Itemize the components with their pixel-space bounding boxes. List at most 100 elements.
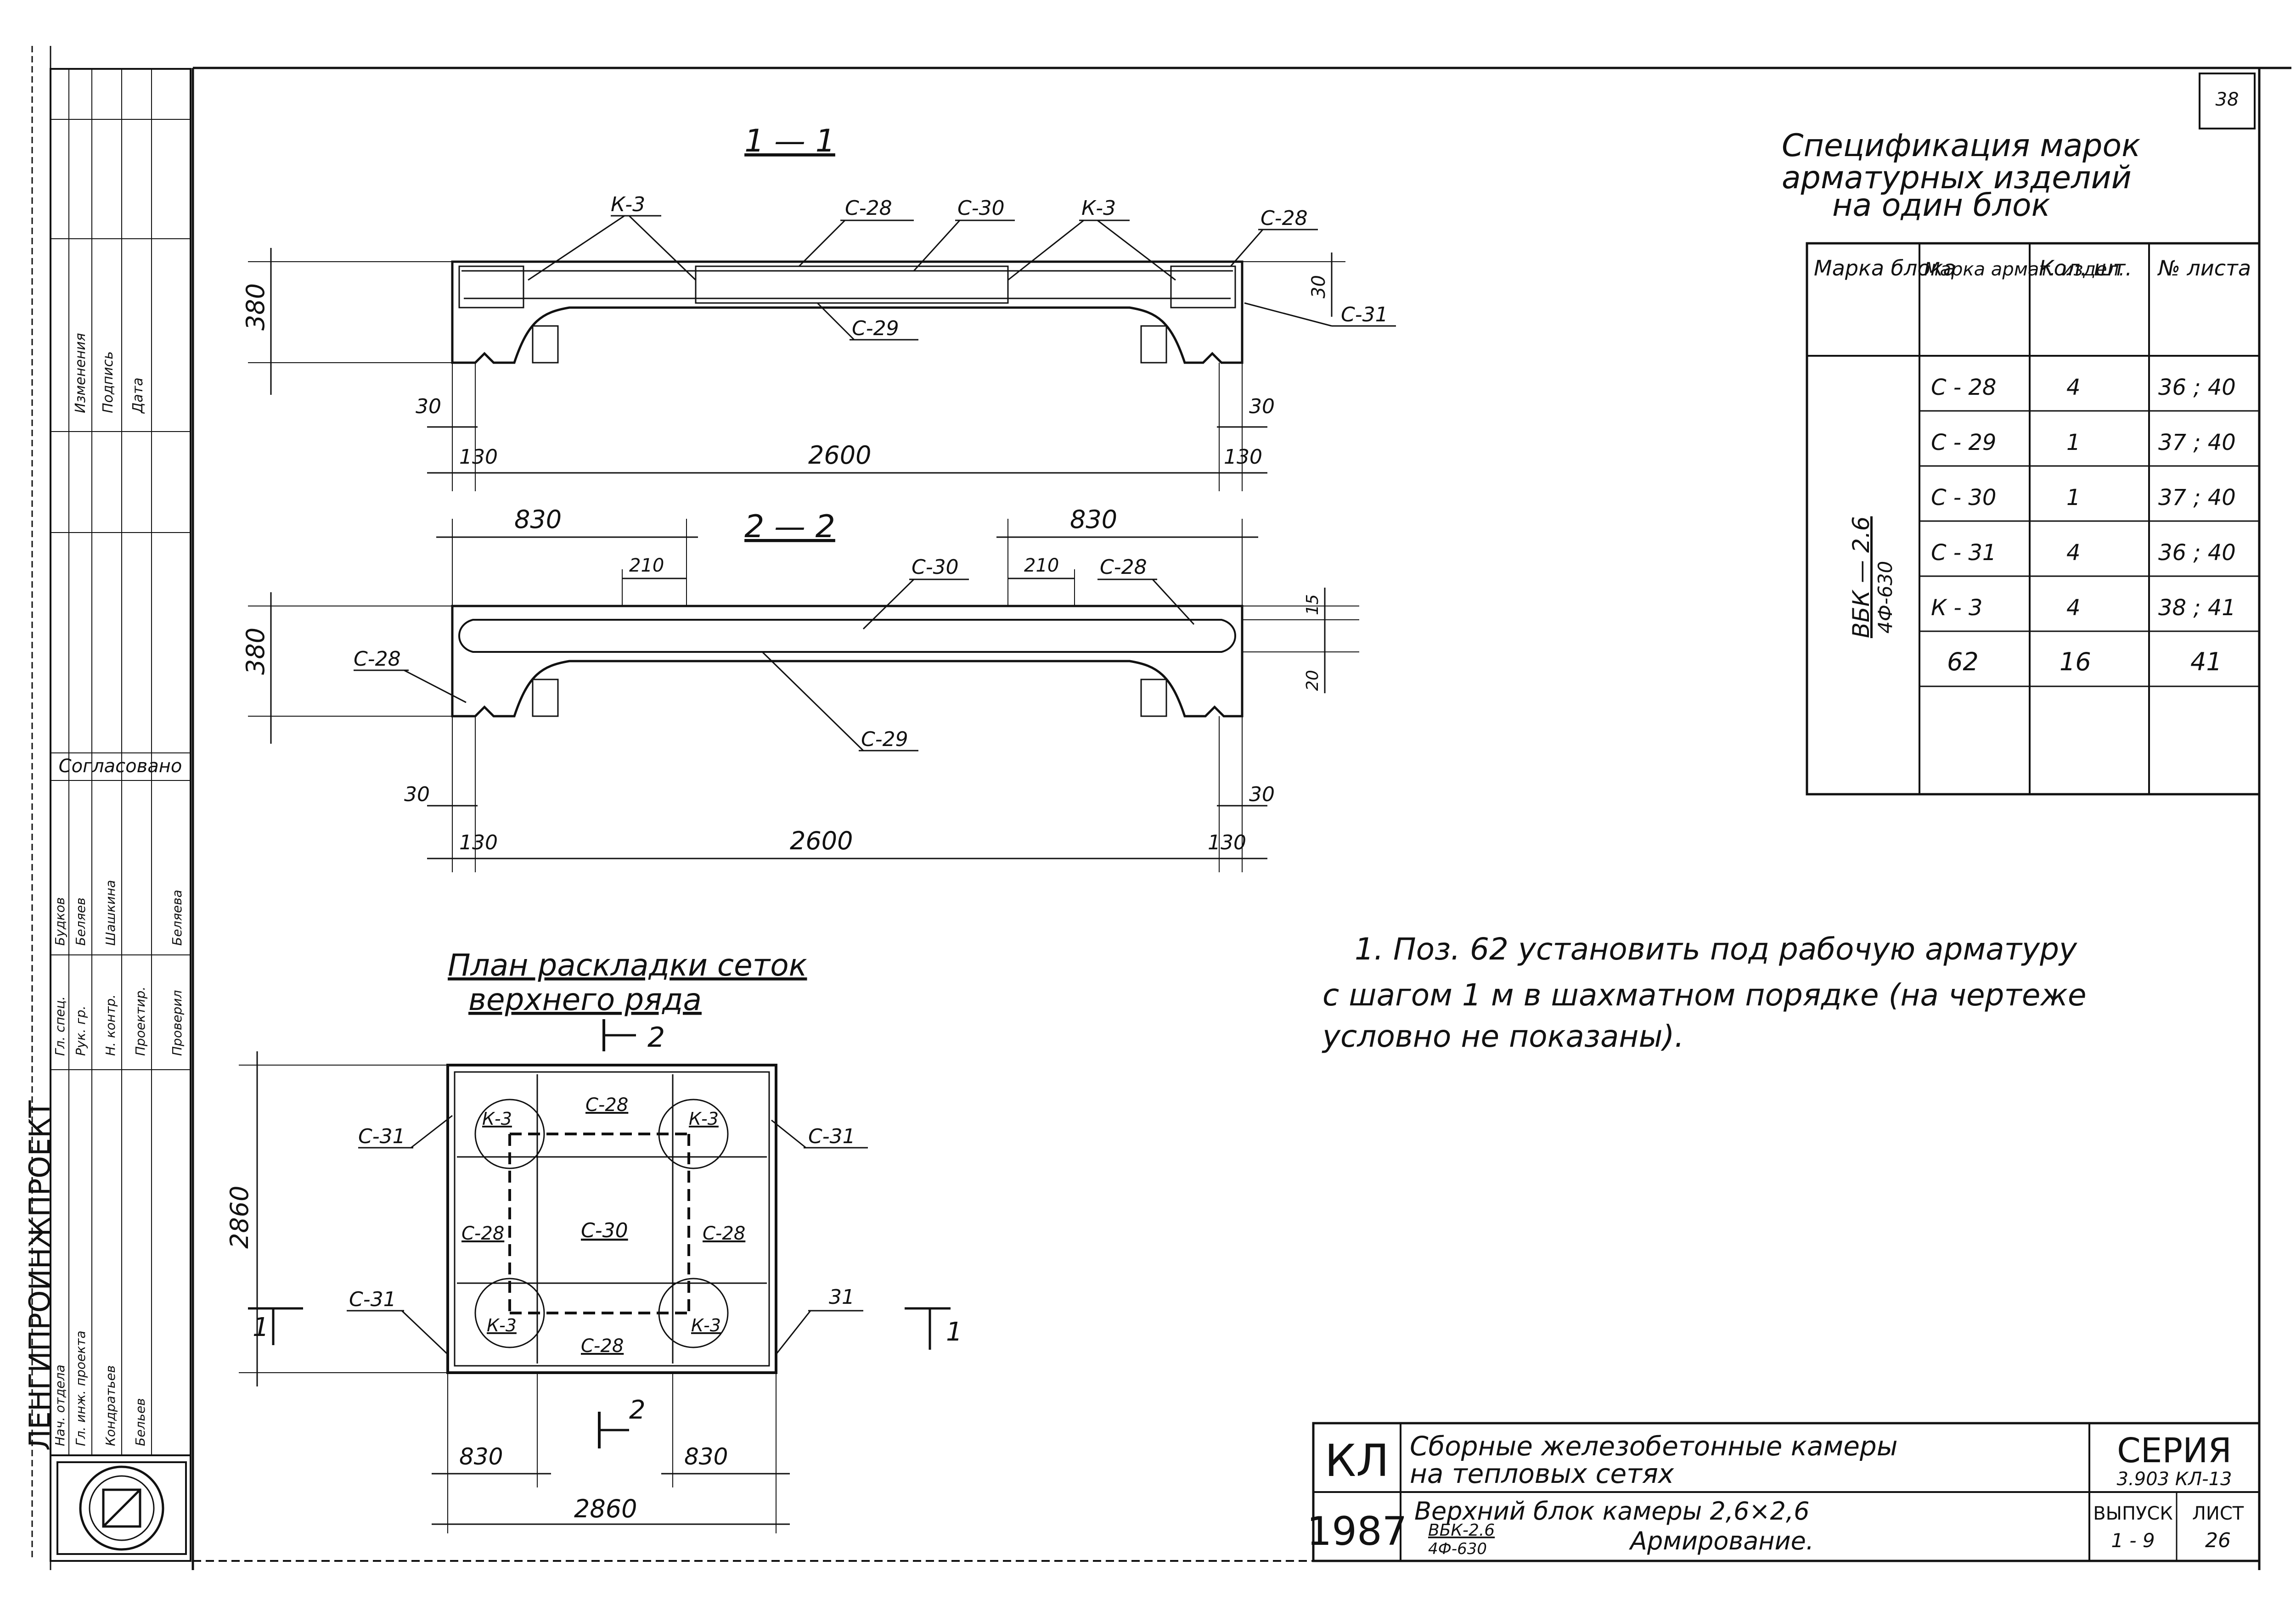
title-subtitle-end: Армирование. — [1629, 1526, 1814, 1555]
sheet-value: 26 — [2205, 1529, 2231, 1552]
spec-row-3-item: С - 30 — [1931, 485, 1996, 511]
spec-row-2-sheet: 37 ; 40 — [2158, 430, 2236, 455]
plan-cut2-top: 2 — [647, 1021, 665, 1054]
s11-dim-right-off: 130 — [1224, 445, 1262, 469]
stamp-role-2: Гл. инж. проекта — [73, 1330, 88, 1446]
title-year: 1987 — [1307, 1509, 1407, 1554]
spec-row-3-sheet: 37 ; 40 — [2158, 485, 2236, 511]
spec-table: Спецификация марок арматурных изделий на… — [1782, 128, 2261, 796]
section-2-2-title: 2 — 2 — [744, 509, 835, 545]
spec-row-4-sheet: 36 ; 40 — [2158, 540, 2236, 566]
spec-header-sheet: № листа — [2157, 256, 2251, 281]
spec-row-5-sheet: 38 ; 41 — [2158, 595, 2236, 621]
stamp-name-6: Беляева — [169, 890, 185, 946]
left-stamp: Согласовано Изменения Подпись Дата Нач. … — [23, 68, 191, 1562]
plan-callout-tr: С-31 — [808, 1125, 855, 1148]
section-1-1: 1 — 1 — [241, 123, 1396, 491]
plan-callout-br: 31 — [829, 1285, 855, 1309]
plan-dim-right-w: 830 — [684, 1443, 728, 1470]
plan-callout-tl: С-31 — [358, 1125, 405, 1148]
spec-row-6-item: 62 — [1947, 647, 1979, 676]
plan-title-line1: План раскладки сеток — [448, 948, 807, 983]
stamp-name-3: Будков — [52, 897, 68, 946]
s22-dim-bot: 20 — [1303, 670, 1322, 691]
spec-row-2-qty: 1 — [2066, 430, 2081, 455]
title-block: КЛ 1987 Сборные железобетонные камеры на… — [1307, 1422, 2261, 1562]
series-label: СЕРИЯ — [2117, 1431, 2232, 1470]
s11-dim-right-edge: 30 — [1249, 395, 1275, 418]
spec-row: С - 29 1 37 ; 40 — [1931, 430, 2236, 455]
s22-dim-left-edge: 30 — [404, 783, 430, 806]
sheet-label: ЛИСТ — [2192, 1503, 2244, 1524]
s11-label-c28-right: С-28 — [1261, 207, 1308, 230]
plan-callout-bl: С-31 — [349, 1288, 396, 1311]
plan-cell-right: С-28 — [703, 1223, 745, 1244]
s11-label-k3-left: К-3 — [611, 193, 645, 216]
s22-dim-gap2: 210 — [1024, 555, 1059, 576]
title-line-2: на тепловых сетях — [1410, 1458, 1674, 1489]
s22-dim-left-w: 830 — [514, 505, 562, 534]
spec-row-5-item: К - 3 — [1931, 595, 1982, 621]
plan-corner-tr: К-3 — [689, 1109, 719, 1129]
stamp-change-col-3: Дата — [130, 377, 146, 414]
plan-cell-top: С-28 — [585, 1094, 628, 1116]
title-line-1: Сборные железобетонные камеры — [1410, 1431, 1898, 1462]
spec-row: 62 16 41 — [1947, 647, 2222, 676]
s11-dim-height: 380 — [241, 283, 270, 331]
stamp-change-col-2: Подпись — [100, 351, 116, 413]
issue-value: 1 - 9 — [2111, 1529, 2155, 1552]
spec-row-1-item: С - 28 — [1931, 375, 1996, 400]
spec-block-bottom: 4Ф-630 — [1874, 561, 1896, 634]
plan-cell-left: С-28 — [461, 1223, 504, 1244]
section-2-2: 2 — 2 — [241, 505, 1359, 872]
stamp-org: ЛЕНГИПРОИНЖПРОЕКТ — [23, 1100, 56, 1451]
s22-label-c28-right: С-28 — [1100, 556, 1147, 579]
stamp-change-col-1: Изменения — [73, 333, 89, 413]
plan-title-line2: верхнего ряда — [468, 982, 702, 1017]
stamp-name-1: Кондратьев — [103, 1365, 118, 1446]
note-line-2: с шагом 1 м в шахматном порядке (на черт… — [1322, 977, 2087, 1013]
spec-title-line3: на один блок — [1832, 187, 2050, 224]
spec-row: С - 30 1 37 ; 40 — [1931, 485, 2236, 511]
title-mark-top: ВБК-2.6 — [1428, 1521, 1495, 1540]
s22-dim-height: 380 — [241, 628, 270, 675]
s11-label-c31: С-31 — [1341, 303, 1388, 326]
stamp-role-1: Нач. отдела — [52, 1364, 68, 1446]
spec-row-4-qty: 4 — [2066, 540, 2081, 566]
stamp-name-4: Беляев — [73, 898, 88, 946]
spec-row-2-item: С - 29 — [1931, 430, 1996, 455]
spec-row-1-qty: 4 — [2066, 375, 2081, 400]
section-1-1-title: 1 — 1 — [744, 123, 835, 159]
s22-dim-top: 15 — [1303, 594, 1322, 615]
page-number-box: 38 — [2199, 73, 2256, 129]
s22-dim-length: 2600 — [790, 826, 853, 855]
s22-label-c30: С-30 — [912, 556, 959, 579]
spec-row-1-sheet: 36 ; 40 — [2158, 375, 2236, 400]
plan-cut1-right: 1 — [946, 1317, 962, 1347]
page-number: 38 — [2216, 89, 2239, 110]
s11-label-c30: С-30 — [957, 196, 1005, 220]
series-value: 3.903 КЛ-13 — [2116, 1469, 2232, 1490]
spec-row-6-sheet: 41 — [2190, 647, 2222, 676]
spec-header-qty: Кол. шт. — [2039, 256, 2132, 281]
stamp-role-3: Гл. спец. — [52, 996, 68, 1056]
spec-row-6-qty: 16 — [2060, 647, 2091, 676]
note: 1. Поз. 62 установить под рабочую армату… — [1322, 931, 2087, 1054]
s22-dim-right-w: 830 — [1070, 505, 1117, 534]
spec-row-3-qty: 1 — [2066, 485, 2081, 511]
spec-title-line1: Спецификация марок — [1782, 128, 2140, 164]
mesh-plan: План раскладки сеток верхнего ряда 2 С-2… — [225, 948, 962, 1533]
s11-dim-left-off: 130 — [459, 445, 498, 469]
s11-dim-length: 2600 — [808, 441, 871, 470]
s11-dim-cover: 30 — [1308, 275, 1329, 298]
plan-dim-left-w: 830 — [459, 1443, 503, 1470]
s11-label-k3-right: К-3 — [1081, 196, 1116, 220]
plan-cut2-bottom: 2 — [629, 1395, 646, 1425]
plan-dim-total: 2860 — [574, 1494, 637, 1523]
spec-title-line2: арматурных изделий — [1782, 160, 2132, 196]
stamp-name-2: Бельев — [133, 1398, 148, 1446]
stamp-approved: Согласовано — [59, 756, 182, 777]
plan-cell-center: С-30 — [581, 1219, 628, 1242]
title-code: КЛ — [1325, 1435, 1389, 1487]
